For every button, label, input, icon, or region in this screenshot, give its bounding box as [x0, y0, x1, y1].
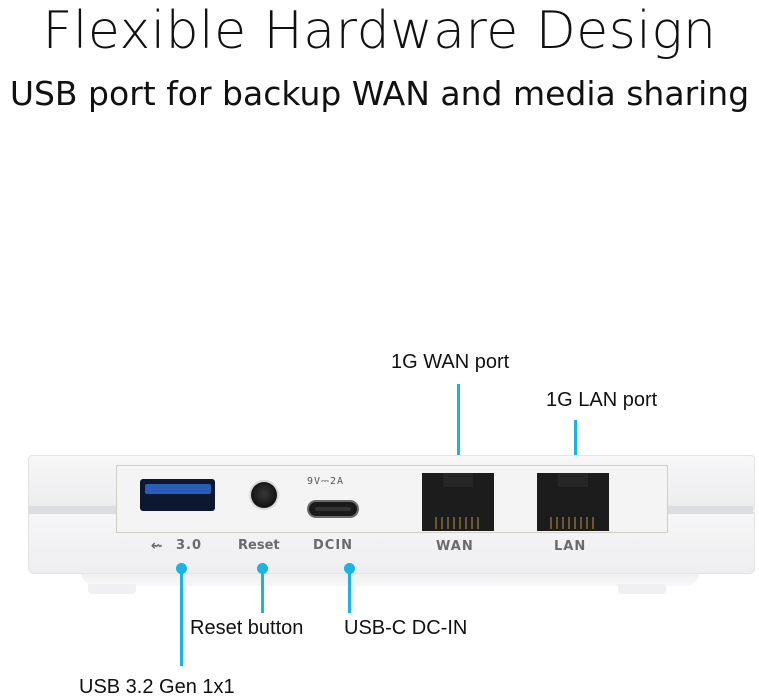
lan-port-latch: [558, 473, 588, 487]
callout-usb: USB 3.2 Gen 1x1: [79, 676, 235, 698]
lan-label: LAN: [554, 539, 587, 554]
reset-button: [251, 482, 277, 508]
callout-line-wan: [457, 384, 460, 462]
reset-label: Reset: [238, 538, 280, 553]
callout-lan: 1G LAN port: [546, 389, 658, 411]
callout-wan: 1G WAN port: [391, 351, 510, 373]
callout-line-lan: [574, 420, 577, 462]
usb-version-label: 3.0: [176, 538, 203, 553]
callout-reset: Reset button: [190, 617, 304, 639]
wan-port-latch: [443, 473, 473, 487]
device-foot-left: [88, 584, 136, 594]
device-base: [80, 570, 700, 586]
usb-c-slot: [315, 507, 351, 511]
wan-port-pins: [435, 517, 481, 529]
usb-symbol-icon: ⇜: [151, 538, 164, 554]
callout-dcin: USB-C DC-IN: [344, 617, 468, 639]
page-title: Flexible Hardware Design: [42, 1, 717, 61]
lan-port-pins: [550, 517, 596, 529]
callout-line-usb: [180, 568, 183, 666]
wan-label: WAN: [436, 539, 474, 554]
device-foot-right: [618, 584, 666, 594]
callout-line-reset: [261, 568, 264, 613]
usb-a-tongue: [145, 484, 211, 494]
callout-line-dcin: [348, 568, 351, 613]
dcin-label: DCIN: [313, 538, 354, 553]
power-rating-label: 9V⎓2A: [307, 476, 345, 487]
page-subtitle: USB port for backup WAN and media sharin…: [9, 74, 750, 113]
